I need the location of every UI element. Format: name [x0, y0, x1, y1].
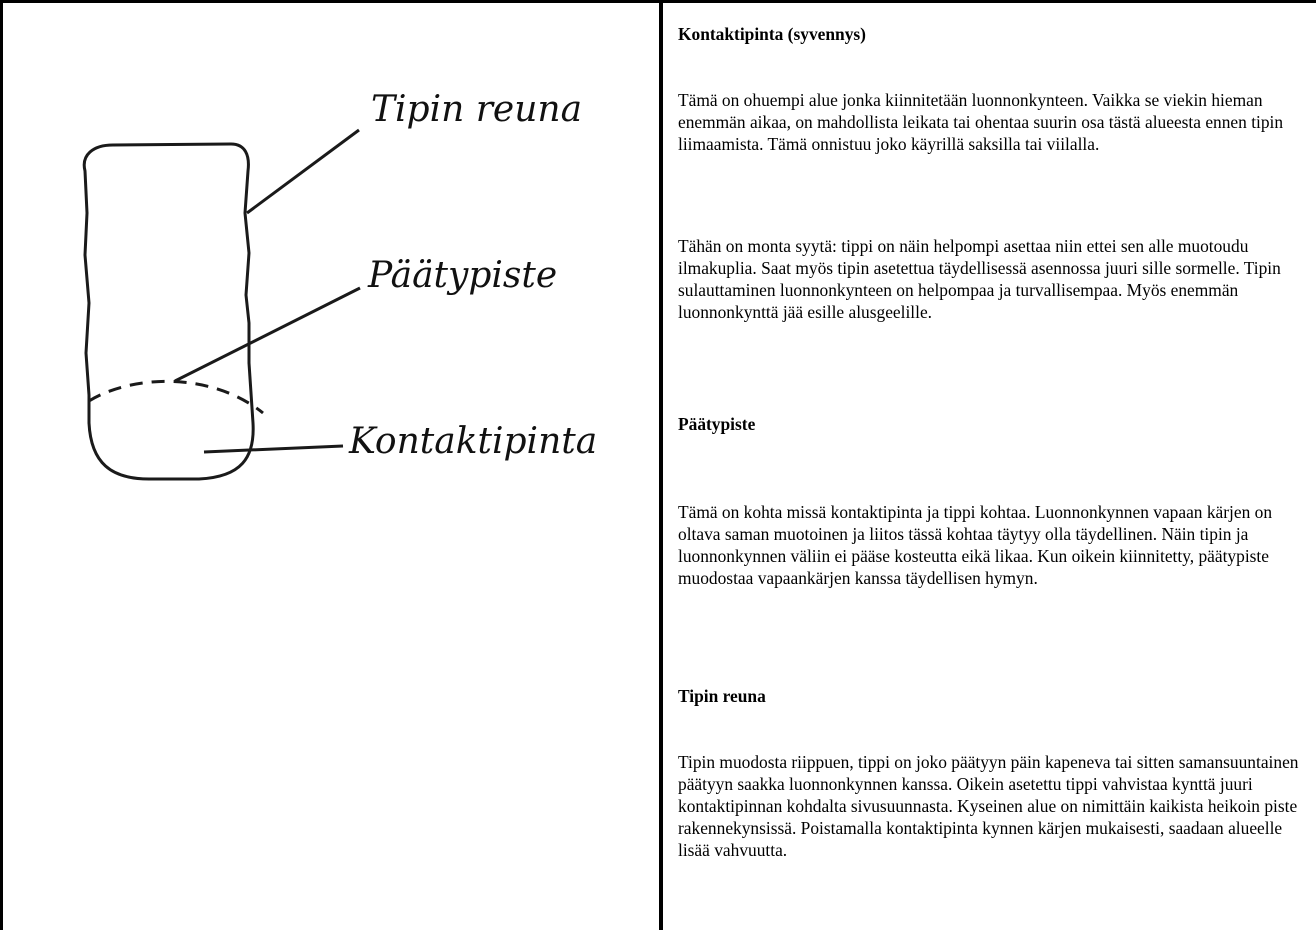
section-heading-stress-point: Päätypiste — [678, 414, 756, 434]
stress-point-dashed-line — [88, 379, 264, 415]
contact-area-paragraph-1: Tämä on ohuempi alue jonka kiinnitetään … — [678, 90, 1284, 154]
column-divider — [659, 0, 663, 930]
section-heading-contact-area: Kontaktipinta (syvennys) — [678, 24, 866, 44]
tip-edge-label: Tipin reuna — [371, 89, 582, 130]
tip-edge-leader — [246, 128, 360, 215]
section-heading-tip-edge: Tipin reuna — [678, 686, 766, 706]
contact-area-leader — [203, 444, 344, 454]
stress-point-label: Päätypiste — [367, 255, 557, 296]
stress-point-paragraph: Tämä on kohta missä kontaktipinta ja tip… — [678, 502, 1273, 588]
stress-point-leader — [174, 286, 361, 383]
contact-area-label: Kontaktipinta — [348, 421, 597, 462]
nail-tip-diagram-panel: Tipin reuna Päätypiste Kontaktipinta — [3, 3, 659, 930]
nail-tip-diagram: Tipin reuna Päätypiste Kontaktipinta — [82, 89, 597, 481]
nail-tip-outline — [82, 142, 255, 481]
tip-edge-paragraph: Tipin muodosta riippuen, tippi on joko p… — [678, 752, 1299, 860]
contact-area-paragraph-2: Tähän on monta syytä: tippi on näin help… — [678, 236, 1281, 322]
